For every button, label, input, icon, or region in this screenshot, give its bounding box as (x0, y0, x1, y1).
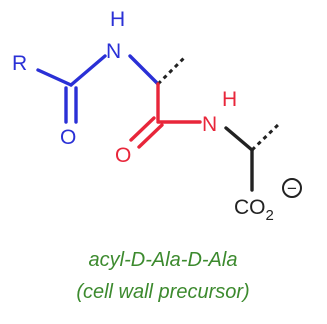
negative-charge-circle (282, 178, 302, 198)
bond-c1-n1 (69, 54, 107, 87)
nh2-h-label: H (222, 88, 237, 111)
bond-ca2-methyl (250, 121, 282, 152)
caption-line-1: acyl-D-Ala-D-Ala (89, 249, 238, 271)
negative-charge-sign: − (287, 179, 297, 198)
bond-n1-ca1 (128, 54, 160, 86)
bond-c2-o2-b (137, 123, 164, 149)
carboxylate-label: CO2 (234, 196, 274, 224)
bond-r-c1 (36, 68, 73, 87)
carboxylate-subscript: 2 (266, 207, 274, 224)
bond-ca1-methyl (156, 56, 186, 86)
d-ala-1: O H N (115, 56, 237, 167)
nh1-n-label: N (106, 40, 121, 63)
carboxylate-co: CO (234, 196, 266, 219)
r-group-label: R (12, 52, 27, 75)
bond-n2-ca2 (224, 126, 254, 152)
carbonyl2-o-label: O (115, 144, 131, 167)
d-ala-2: CO2 − (224, 121, 302, 224)
acyl-group: R H N O (12, 8, 160, 149)
caption-line-2: (cell wall precursor) (76, 281, 249, 303)
bond-c2-o2-a (129, 116, 156, 142)
nh1-h-label: H (110, 8, 125, 31)
nh2-n-label: N (202, 113, 217, 136)
carbonyl1-o-label: O (60, 126, 76, 149)
